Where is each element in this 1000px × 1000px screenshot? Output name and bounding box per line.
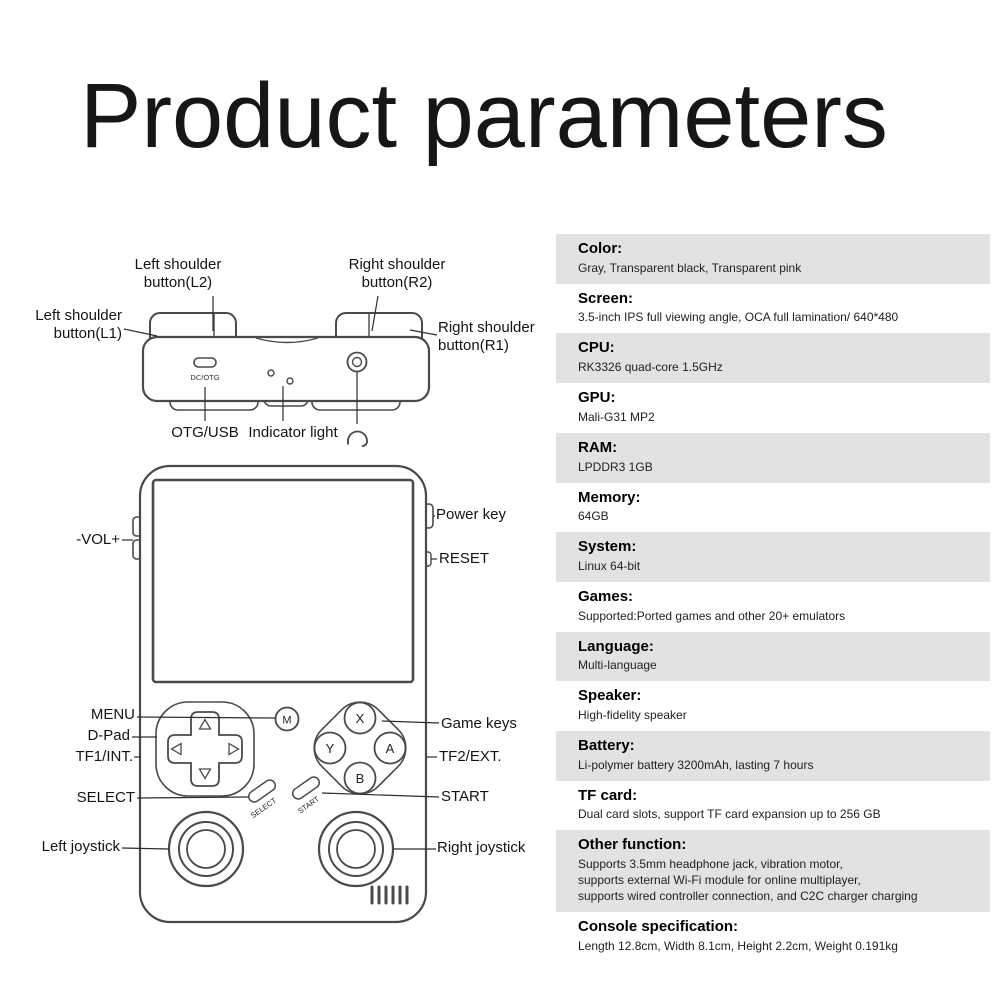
spec-row-language: Language: Multi-language [556,631,990,682]
button-a-label: A [386,741,395,756]
button-y-label: Y [326,741,335,756]
spec-label: System: [578,538,637,556]
menu-button [274,706,300,732]
page-title: Product parameters [80,65,888,167]
dpad-up-arrow-icon [198,718,212,730]
label-tf1-int: TF1/INT. [75,748,133,765]
label-right-shoulder-r2: Right shoulder button(R2) [348,256,446,291]
headphone-jack [346,351,368,373]
spec-label: CPU: [578,339,615,357]
label-right-shoulder-r1: Right shoulder button(R1) [438,319,535,354]
button-b [343,761,377,795]
label-game-keys: Game keys [441,715,517,732]
top-view [141,312,431,411]
button-a [373,731,407,765]
spec-value: Li-polymer battery 3200mAh, lasting 7 ho… [578,757,814,772]
leader-lines [121,295,440,850]
label-start: START [441,788,489,805]
dpad-cross [167,711,243,787]
label-power-key: Power key [436,506,507,523]
spec-value: 3.5-inch IPS full viewing angle, OCA ful… [578,310,899,325]
spec-label: Console specification: [578,918,739,936]
spec-row-games: Games: Supported:Ported games and other … [556,582,990,632]
spec-value: RK3326 quad-core 1.5GHz [578,360,723,375]
spec-value: Gray, Transparent black, Transparent pin… [578,260,802,275]
spec-label: GPU: [578,389,616,407]
spec-label: Language: [578,637,654,655]
spec-label: RAM: [578,438,618,456]
dc-otg-label: DC/OTG [190,373,219,382]
headphone-icon [347,430,368,447]
label-select: SELECT [76,789,135,806]
usb-c-port [193,357,217,368]
spec-label: Color: [578,240,623,257]
button-x [343,701,377,735]
select-pill [247,779,277,803]
spec-row-system: System: Linux 64-bit [556,532,990,582]
spec-value: Supported:Ported games and other 20+ emu… [578,608,846,623]
spec-row-battery: Battery: Li-polymer battery 3200mAh, las… [556,731,990,781]
label-menu: MENU [90,706,135,723]
spec-label: Games: [578,587,634,605]
indicator-light-dot [267,369,275,377]
spec-row-cpu: CPU: RK3326 quad-core 1.5GHz [556,333,990,384]
front-view [132,464,434,924]
spec-value: High-fidelity speaker [578,708,687,723]
label-left-shoulder-l2: Left shoulder button(L2) [134,256,222,291]
button-b-label: B [356,771,365,786]
dpad-right-arrow-icon [228,742,240,756]
menu-button-label: M [282,715,291,727]
spec-row-gpu: GPU: Mali-G31 MP2 [556,383,990,433]
spec-list: Color: Gray, Transparent black, Transpar… [556,234,990,962]
spec-row-tf-card: TF card: Dual card slots, support TF car… [556,781,990,831]
label-left-shoulder-l1: Left shoulder button(L1) [35,307,122,342]
spec-label: Memory: [578,488,641,506]
button-x-label: X [356,711,365,726]
spec-row-color: Color: Gray, Transparent black, Transpar… [556,234,990,284]
label-dpad: D-Pad [87,727,130,744]
screen [151,478,415,684]
spec-row-speaker: Speaker: High-fidelity speaker [556,681,990,731]
label-otg-usb: OTG/USB [171,424,239,441]
spec-value: Length 12.8cm, Width 8.1cm, Height 2.2cm… [578,938,898,953]
spec-row-ram: RAM: LPDDR3 1GB [556,432,990,483]
spec-value: LPDDR3 1GB [578,459,653,474]
spec-value: Linux 64-bit [578,558,641,573]
spec-value: Mali-G31 MP2 [578,409,655,424]
spec-value: 64GB [578,509,609,524]
speaker-grille [370,885,409,905]
label-tf2-ext: TF2/EXT. [439,748,502,765]
label-left-joystick: Left joystick [41,838,120,855]
spec-value: Supports 3.5mm headphone jack, vibration… [578,857,918,904]
start-pill [291,776,321,800]
spec-value: Dual card slots, support TF card expansi… [578,807,881,822]
label-volume: -VOL+ [76,531,120,548]
label-right-joystick: Right joystick [437,839,526,856]
spec-label: Other function: [578,836,687,854]
spec-label: TF card: [578,786,638,804]
console-top-body [141,335,431,403]
spec-label: Screen: [578,289,634,307]
dpad-left-arrow-icon [170,742,182,756]
dpad-down-arrow-icon [198,768,212,780]
spec-row-console-specification: Console specification: Length 12.8cm, Wi… [556,912,990,962]
spec-row-screen: Screen: 3.5-inch IPS full viewing angle,… [556,284,990,334]
spec-label: Speaker: [578,687,642,705]
game-keys-contour [313,701,407,795]
spec-label: Battery: [578,737,635,755]
label-reset: RESET [439,550,490,567]
spec-value: Multi-language [578,658,657,673]
label-indicator-light: Indicator light [248,424,338,441]
indicator-light-dot [286,377,294,385]
button-y [313,731,347,765]
spec-row-memory: Memory: 64GB [556,483,990,533]
spec-row-other-function: Other function: Supports 3.5mm headphone… [556,830,990,913]
